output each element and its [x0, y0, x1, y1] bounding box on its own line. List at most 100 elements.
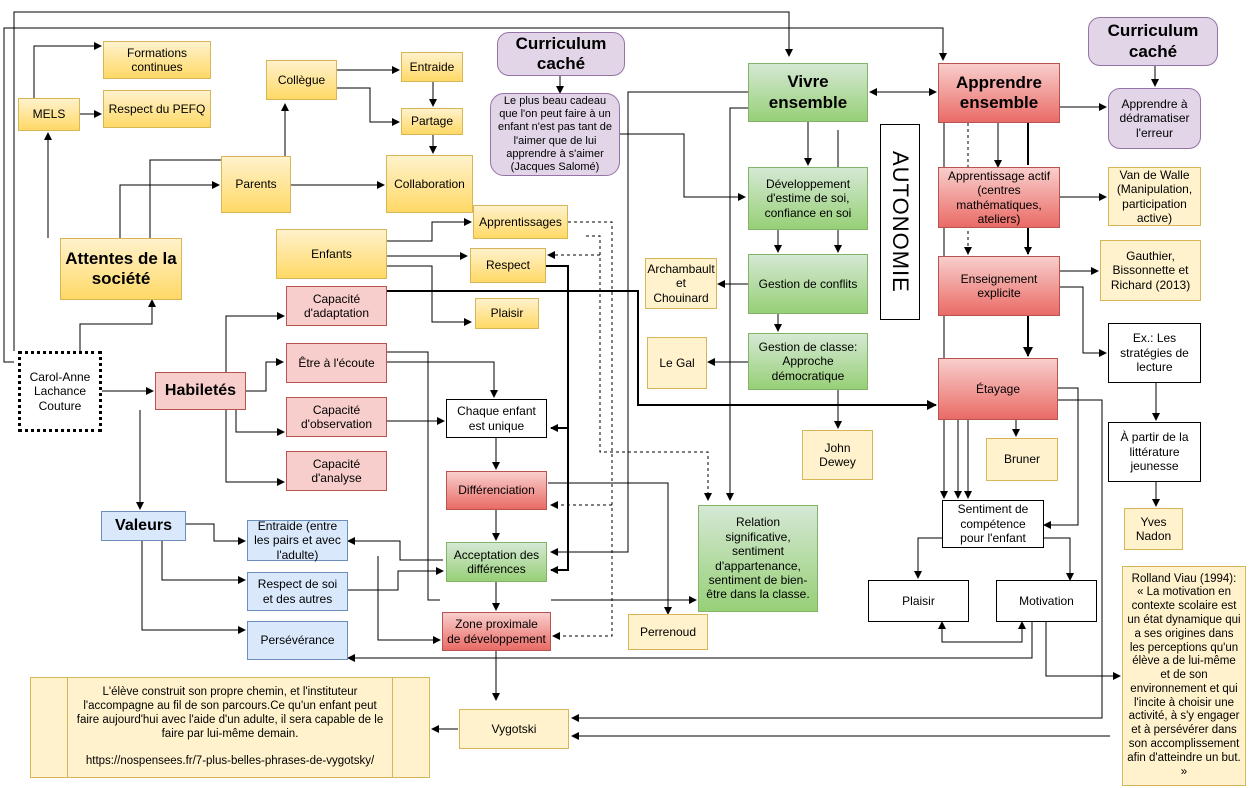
entraide-pairs-label: Entraide (entre les pairs et avec l'adul… — [254, 518, 341, 562]
author-label: Carol-Anne Lachance Couture — [29, 369, 91, 413]
respect-soi-label: Respect de soi et des autres — [257, 577, 338, 606]
entraide-node: Entraide — [401, 52, 463, 82]
author-node: Carol-Anne Lachance Couture — [18, 351, 102, 432]
attentes-label: Attentes de la société — [65, 248, 177, 288]
autonomie-node: AUTONOMIE — [880, 124, 920, 320]
parents-node: Parents — [221, 156, 291, 213]
apprentissage-actif-node: Apprentissage actif (centres mathématiqu… — [938, 167, 1060, 228]
plaisir-right-node: Plaisir — [868, 580, 969, 622]
relation-label: Relation significative, sentiment d'appa… — [706, 515, 810, 602]
entraide-pairs-node: Entraide (entre les pairs et avec l'adul… — [247, 518, 348, 562]
formations-label: Formations continues — [126, 45, 188, 74]
habiletes-label: Habiletés — [164, 382, 237, 400]
motivation-label: Motivation — [1019, 593, 1074, 608]
differenciation-node: Différenciation — [446, 471, 547, 510]
collegue-label: Collègue — [277, 72, 326, 87]
bruner-label: Bruner — [1003, 452, 1041, 467]
entraide-label: Entraide — [409, 59, 455, 74]
capacite-analyse-node: Capacité d'analyse — [286, 451, 387, 491]
parents-label: Parents — [235, 177, 277, 192]
quote-salome-label: Le plus beau cadeau que l'on peut faire … — [497, 94, 613, 173]
habiletes-node: Habiletés — [155, 372, 246, 410]
viau-quote-label: Rolland Viau (1994): « La motivation en … — [1127, 572, 1241, 778]
sentiment-competence-label: Sentiment de compétence pour l'enfant — [957, 502, 1029, 546]
estime-soi-label: Développement d'estime de soi, confiance… — [764, 176, 852, 220]
legal-label: Le Gal — [659, 355, 695, 370]
collegue-node: Collègue — [266, 60, 337, 100]
legal-node: Le Gal — [647, 337, 707, 389]
etayage-label: Étayage — [975, 381, 1021, 396]
collaboration-label: Collaboration — [394, 176, 465, 191]
etre-ecoute-node: Être à l'écoute — [286, 343, 387, 383]
gestion-classe-label: Gestion de classe: Approche démocratique — [758, 339, 858, 383]
dedramatiser-label: Apprendre à dédramatiser l'erreur — [1119, 96, 1190, 140]
mels-node: MELS — [18, 98, 80, 131]
etayage-node: Étayage — [938, 358, 1058, 420]
acceptation-node: Acceptation des différences — [446, 542, 547, 582]
vygotski-label: Vygotski — [491, 721, 537, 736]
quote-salome-node: Le plus beau cadeau que l'on peut faire … — [490, 93, 620, 176]
vygotski-quote-label: L'élève construit son propre chemin, et … — [76, 686, 384, 768]
sentiment-competence-node: Sentiment de compétence pour l'enfant — [942, 500, 1044, 548]
viau-quote-node: Rolland Viau (1994): « La motivation en … — [1122, 566, 1246, 786]
curriculum-right-label: Curriculum caché — [1107, 21, 1199, 61]
apprentissages-node: Apprentissages — [473, 205, 568, 239]
apprentissages-label: Apprentissages — [479, 214, 562, 229]
enfants-node: Enfants — [276, 229, 387, 279]
strategies-label: Ex.: Les stratégies de lecture — [1120, 331, 1189, 375]
capacite-observation-label: Capacité d'observation — [300, 402, 372, 431]
enseignement-explicite-label: Enseignement explicite — [960, 271, 1038, 300]
capacite-observation-node: Capacité d'observation — [286, 397, 387, 437]
estime-soi-node: Développement d'estime de soi, confiance… — [748, 167, 868, 230]
differenciation-label: Différenciation — [458, 483, 535, 498]
vygotski-quote-node: L'élève construit son propre chemin, et … — [30, 677, 430, 778]
capacite-analyse-label: Capacité d'analyse — [311, 456, 362, 485]
apprendre-ensemble-label: Apprendre ensemble — [956, 72, 1042, 112]
respect-label: Respect — [485, 258, 531, 273]
litterature-jeunesse-node: À partir de la littérature jeunesse — [1108, 422, 1201, 482]
chaque-enfant-node: Chaque enfant est unique — [446, 399, 547, 438]
collaboration-node: Collaboration — [386, 155, 473, 213]
perseverance-node: Persévérance — [247, 621, 348, 660]
autonomie-label: AUTONOMIE — [888, 151, 914, 293]
relation-significative-node: Relation significative, sentiment d'appa… — [698, 505, 818, 612]
van-de-walle-label: Van de Walle (Manipulation, participatio… — [1116, 167, 1193, 225]
formations-continues-node: Formations continues — [103, 41, 211, 79]
respect-pefq-node: Respect du PEFQ — [103, 90, 211, 128]
vivre-ensemble-node: Vivre ensemble — [748, 63, 868, 122]
apprentissage-actif-label: Apprentissage actif (centres mathématiqu… — [947, 168, 1051, 226]
acceptation-label: Acceptation des différences — [453, 547, 540, 576]
dedramatiser-node: Apprendre à dédramatiser l'erreur — [1108, 88, 1201, 149]
van-de-walle-node: Van de Walle (Manipulation, participatio… — [1108, 167, 1201, 226]
bruner-node: Bruner — [986, 438, 1058, 481]
yves-nadon-node: Yves Nadon — [1124, 508, 1183, 550]
capacite-adaptation-node: Capacité d'adaptation — [286, 286, 387, 326]
valeurs-label: Valeurs — [115, 517, 172, 535]
enseignement-explicite-node: Enseignement explicite — [938, 256, 1060, 316]
attentes-societe-node: Attentes de la société — [60, 238, 182, 300]
apprendre-ensemble-node: Apprendre ensemble — [938, 63, 1060, 123]
perrenoud-label: Perrenoud — [639, 624, 697, 639]
vivre-ensemble-label: Vivre ensemble — [768, 72, 848, 112]
john-dewey-node: John Dewey — [802, 430, 873, 480]
zone-proximale-node: Zone proximale de développement — [442, 612, 551, 651]
curriculum-cache-left-node: Curriculum caché — [497, 32, 625, 76]
perrenoud-node: Perrenoud — [628, 614, 708, 650]
valeurs-node: Valeurs — [101, 511, 186, 541]
curriculum-cache-right-node: Curriculum caché — [1088, 17, 1218, 66]
respect-pefq-label: Respect du PEFQ — [108, 101, 206, 116]
gestion-conflits-label: Gestion de conflits — [758, 276, 858, 291]
motivation-node: Motivation — [996, 580, 1097, 622]
plaisir-right-label: Plaisir — [902, 593, 935, 608]
zone-proximale-label: Zone proximale de développement — [447, 617, 546, 646]
respect-node: Respect — [470, 248, 546, 283]
respect-soi-node: Respect de soi et des autres — [247, 572, 348, 611]
john-dewey-label: John Dewey — [819, 440, 856, 469]
chaque-enfant-label: Chaque enfant est unique — [457, 404, 536, 433]
gestion-classe-node: Gestion de classe: Approche démocratique — [748, 333, 868, 390]
yves-nadon-label: Yves Nadon — [1135, 514, 1172, 543]
partage-node: Partage — [401, 108, 463, 135]
perseverance-label: Persévérance — [260, 633, 335, 648]
vygotski-node: Vygotski — [459, 709, 569, 749]
